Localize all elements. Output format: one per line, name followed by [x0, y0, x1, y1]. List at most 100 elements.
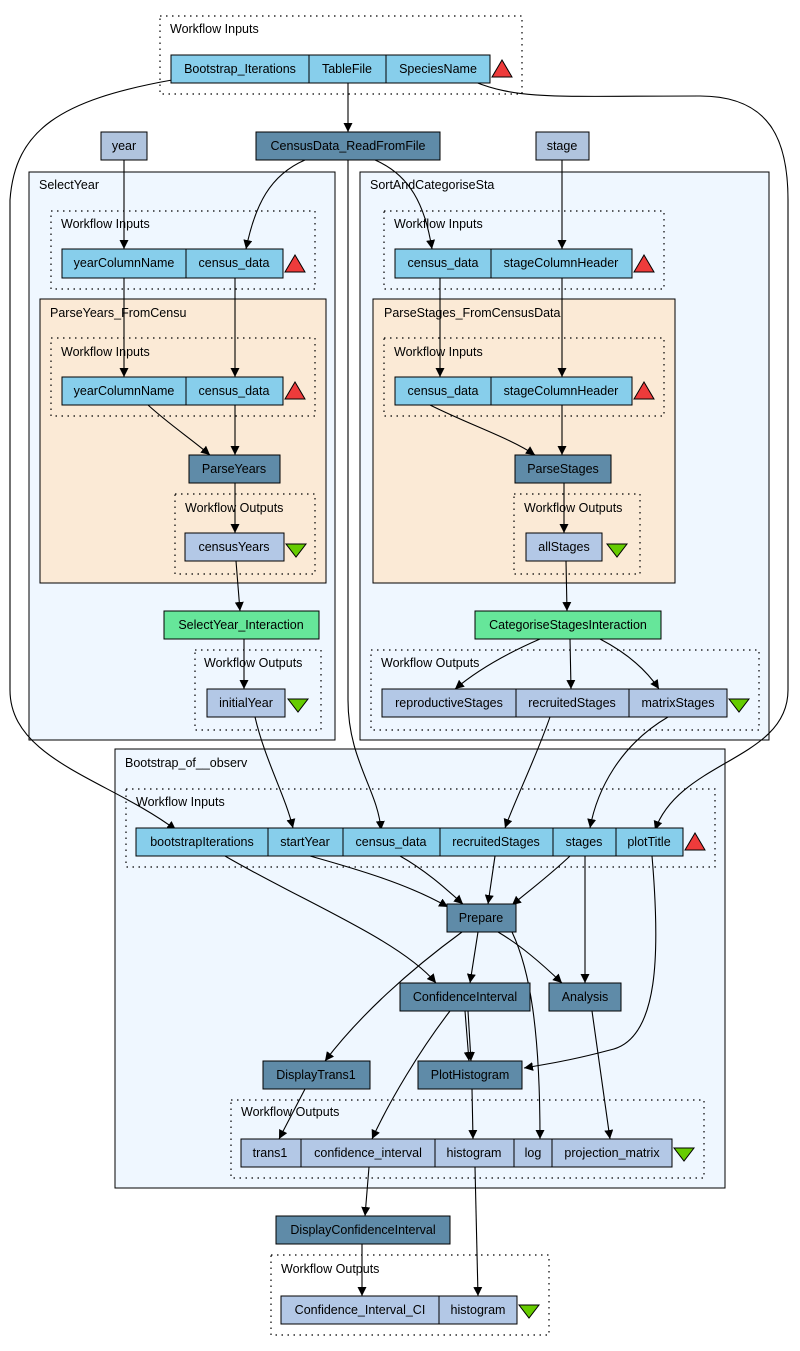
parse-stages-input-census-data[interactable]: census_data [394, 376, 492, 406]
final-output-histogram[interactable]: histogram [438, 1295, 518, 1325]
input-port-species-name-label: SpeciesName [399, 62, 477, 76]
bootstrap-input-stages-label: stages [566, 835, 603, 849]
node-census-read[interactable]: CensusData_ReadFromFile [255, 131, 441, 161]
bootstrap-input-bootstrap-iterations[interactable]: bootstrapIterations [135, 827, 269, 857]
bootstrap-input-start-year[interactable]: startYear [267, 827, 344, 857]
interaction-categorise-stages[interactable]: CategoriseStagesInteraction [474, 610, 662, 640]
bootstrap-input-plot-title-label: plotTitle [627, 835, 670, 849]
bootstrap-output-confidence-interval[interactable]: confidence_interval [300, 1138, 436, 1168]
bootstrap-title: Bootstrap_of__observ [125, 756, 248, 770]
interaction-select-year[interactable]: SelectYear_Interaction [163, 610, 320, 640]
parse-stages-subworkflow [372, 298, 676, 584]
output-port-census-years-label: censusYears [198, 540, 269, 554]
parse-years-inputs-group [50, 337, 316, 417]
edge-histogram-to-final [473, 1166, 483, 1297]
edge-analysis-to-projection [591, 1010, 614, 1140]
parse-stages-title: ParseStages_FromCensusData [384, 306, 561, 320]
output-port-initial-year[interactable]: initialYear [206, 688, 286, 718]
edge-initial-year-to-start-year [254, 716, 296, 829]
bootstrap-input-census-data[interactable]: census_data [342, 827, 441, 857]
parse-years-input-census-data[interactable]: census_data [185, 376, 284, 406]
down-triangle-icon [727, 698, 751, 713]
sort-stages-title: SortAndCategoriseSta [370, 178, 494, 192]
bootstrap-output-projection-matrix[interactable]: projection_matrix [551, 1138, 673, 1168]
node-year[interactable]: year [100, 131, 148, 161]
sort-input-stage-header[interactable]: stageColumnHeader [490, 248, 633, 279]
parse-stages-input-stage-header[interactable]: stageColumnHeader [490, 376, 633, 406]
output-port-matrix-stages[interactable]: matrixStages [628, 688, 728, 718]
edge-interaction-to-reproductive [454, 638, 541, 690]
output-port-all-stages-label: allStages [538, 540, 589, 554]
edge-year-column-to-parse-years [147, 404, 211, 456]
parse-years-input-year-column[interactable]: yearColumnName [61, 376, 187, 406]
bootstrap-inputs-title: Workflow Inputs [136, 795, 225, 809]
up-triangle-icon [491, 59, 513, 78]
select-year-outputs-group [194, 649, 322, 731]
parse-stages-input-census-data-label: census_data [408, 384, 479, 398]
down-triangle-icon [286, 698, 310, 713]
sort-input-census-data[interactable]: census_data [394, 248, 492, 279]
parse-stages-input-stage-header-label: stageColumnHeader [504, 384, 619, 398]
processor-plot-histogram-label: PlotHistogram [431, 1068, 510, 1082]
edge-census-to-sort-stages [374, 159, 436, 250]
up-triangle-icon [284, 381, 306, 400]
bootstrap-output-trans1[interactable]: trans1 [240, 1138, 302, 1168]
select-year-title: SelectYear [39, 178, 99, 192]
output-port-all-stages[interactable]: allStages [525, 532, 603, 562]
edge-species-name-to-plot-title [474, 81, 789, 831]
processor-parse-years-label: ParseYears [202, 462, 266, 476]
processor-parse-years[interactable]: ParseYears [188, 454, 281, 484]
edge-ci-to-display-ci [361, 1166, 371, 1217]
parse-years-input-year-column-label: yearColumnName [74, 384, 175, 398]
output-port-census-years[interactable]: censusYears [184, 532, 285, 562]
node-stage[interactable]: stage [535, 131, 590, 161]
bootstrap-input-bootstrap-iterations-label: bootstrapIterations [150, 835, 254, 849]
select-year-input-year-column[interactable]: yearColumnName [61, 248, 187, 279]
bootstrap-output-confidence-interval-label: confidence_interval [314, 1146, 422, 1160]
edge-ci-to-histogram-b [465, 1010, 475, 1062]
select-year-input-census-data-label: census_data [199, 256, 270, 270]
edge-prepare-to-ci [466, 931, 479, 984]
final-output-confidence-interval-ci[interactable]: Confidence_Interval_CI [280, 1295, 440, 1325]
top-inputs-group [159, 15, 523, 95]
output-port-recruited-stages[interactable]: recruitedStages [515, 688, 630, 718]
node-stage-label: stage [547, 139, 578, 153]
processor-display-trans[interactable]: DisplayTrans1 [262, 1060, 371, 1090]
processor-prepare-label: Prepare [459, 911, 504, 925]
input-port-bootstrap-iterations[interactable]: Bootstrap_Iterations [170, 54, 310, 84]
bootstrap-input-plot-title[interactable]: plotTitle [615, 827, 684, 857]
processor-confidence-interval-label: ConfidenceInterval [413, 990, 517, 1004]
sort-inputs-group [383, 210, 665, 290]
bootstrap-input-stages[interactable]: stages [552, 827, 617, 857]
edge-all-stages-to-interaction [562, 560, 572, 612]
parse-stages-outputs-group [513, 493, 641, 575]
select-year-input-census-data[interactable]: census_data [185, 248, 284, 279]
processor-confidence-interval[interactable]: ConfidenceInterval [399, 982, 531, 1012]
bootstrap-output-histogram[interactable]: histogram [434, 1138, 515, 1168]
down-triangle-icon [284, 543, 308, 558]
edge-recruited-to-recruited [503, 716, 551, 829]
select-year-inputs-group [50, 210, 316, 290]
bootstrap-output-log[interactable]: log [513, 1138, 553, 1168]
input-port-bootstrap-iterations-label: Bootstrap_Iterations [184, 62, 296, 76]
input-port-species-name[interactable]: SpeciesName [385, 54, 491, 84]
input-port-table-file-label: TableFile [322, 62, 372, 76]
edges [9, 79, 789, 1297]
edge-recruited-to-prepare [484, 855, 496, 905]
processor-plot-histogram[interactable]: PlotHistogram [417, 1060, 523, 1090]
edge-plot-title-to-histogram [523, 855, 657, 1071]
processor-display-confidence-interval[interactable]: DisplayConfidenceInterval [275, 1215, 451, 1245]
processor-prepare[interactable]: Prepare [446, 903, 517, 933]
edge-prepare-to-log [511, 931, 545, 1140]
input-port-table-file[interactable]: TableFile [308, 54, 387, 84]
bootstrap-inputs-group [125, 788, 716, 868]
processor-analysis[interactable]: Analysis [548, 982, 622, 1012]
output-port-reproductive-stages[interactable]: reproductiveStages [381, 688, 517, 718]
bootstrap-input-recruited-stages[interactable]: recruitedStages [439, 827, 554, 857]
processor-parse-stages[interactable]: ParseStages [514, 454, 612, 484]
processor-parse-stages-label: ParseStages [527, 462, 599, 476]
processor-display-confidence-interval-label: DisplayConfidenceInterval [290, 1223, 435, 1237]
interaction-categorise-stages-label: CategoriseStagesInteraction [489, 618, 647, 632]
edge-census-to-select-year [243, 159, 306, 250]
